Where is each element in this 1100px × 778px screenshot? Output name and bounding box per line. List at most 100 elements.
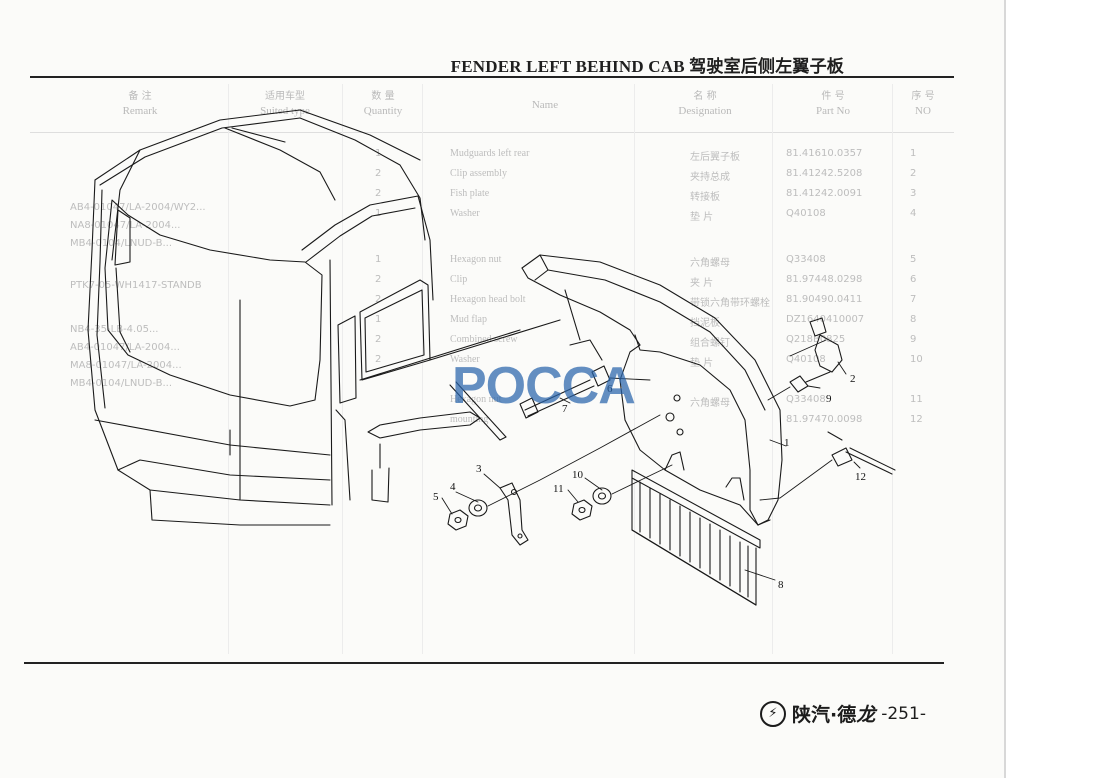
header-rule	[30, 76, 954, 78]
table-cell: 2	[375, 354, 382, 365]
callout-6: 6	[607, 383, 613, 395]
table-cell: 2	[375, 334, 382, 345]
remark-cell: AB4-01047/LA-2004/WY2...	[70, 202, 206, 213]
page-footer: ⚡ 陕汽·德龙 -251-	[760, 700, 926, 727]
table-cell: 3	[910, 188, 917, 199]
shacman-logo-icon: ⚡	[760, 700, 786, 727]
table-cell: Hexagon nut	[450, 394, 502, 405]
watermark-logo: POCCA	[452, 357, 636, 415]
table-cell: 左后翼子板	[690, 152, 740, 163]
remark-cell: NB4-35-LB-4.05...	[70, 324, 159, 335]
table-cell: 带锁六角带环螺栓	[690, 298, 770, 309]
table-cell: mounting	[450, 414, 489, 425]
table-cell: 1	[375, 314, 382, 325]
hardware-parts	[447, 317, 896, 546]
table-cell: Mud flap	[450, 314, 487, 325]
table-cell: Mudguards left rear	[450, 148, 530, 159]
table-cell: 4	[910, 208, 917, 219]
table-cell: 6	[910, 274, 917, 285]
table-cell: Hexagon head bolt	[450, 294, 526, 305]
table-cell: Clip assembly	[450, 168, 507, 179]
table-cell: 7	[910, 294, 917, 305]
table-cell: Fish plate	[450, 188, 490, 199]
remark-cell: AB4-01047/LA-2004...	[70, 342, 180, 353]
table-cell: 81.97470.0098	[786, 414, 863, 425]
fender-part	[521, 254, 783, 526]
cab-outline	[87, 109, 561, 526]
table-cell: 夹 片	[690, 278, 714, 289]
callout-8: 8	[778, 579, 784, 591]
page-number: -251-	[881, 703, 926, 724]
brand-name: 陕汽·德龙	[792, 704, 876, 726]
callout-12: 12	[855, 471, 866, 483]
table-cell: 转接板	[690, 192, 720, 203]
callout-10: 10	[572, 469, 583, 481]
table-cell: Q218B0825	[786, 334, 846, 345]
table-cell: 2	[910, 168, 917, 179]
table-cell: 81.41242.0091	[786, 188, 863, 199]
callout-9: 9	[826, 393, 832, 405]
callout-7: 7	[562, 403, 568, 415]
table-cell: Hexagon nut	[450, 254, 502, 265]
table-cell: Combined screw	[450, 334, 518, 345]
table-cell: 5	[910, 254, 917, 265]
table-cell: 8	[910, 314, 917, 325]
table-cell: 六角螺母	[690, 398, 730, 409]
exploded-view-drawing	[87, 109, 896, 606]
callout-11: 11	[553, 483, 564, 495]
table-cell: 12	[910, 414, 923, 425]
brand-styled-char: 龙	[856, 704, 876, 726]
table-cell: 81.41242.5208	[786, 168, 863, 179]
table-cell: Q40108	[786, 354, 826, 365]
table-cell: 9	[910, 334, 917, 345]
table-cell: Washer	[450, 208, 480, 219]
table-cell: Clip	[450, 274, 468, 285]
table-cell: Washer	[450, 354, 480, 365]
table-cell: 1	[375, 208, 382, 219]
table-cell: 2	[375, 294, 382, 305]
table-cell: DZ1640410007	[786, 314, 865, 325]
table-cell: 2	[375, 168, 382, 179]
table-cell: 81.90490.0411	[786, 294, 863, 305]
table-cell: 1	[375, 254, 382, 265]
table-cell: 2	[375, 188, 382, 199]
table-cell: 夹持总成	[690, 172, 730, 183]
table-cell: 81.41610.0357	[786, 148, 863, 159]
table-cell: 1	[910, 148, 917, 159]
callout-3: 3	[476, 463, 482, 475]
table-cell: Q33408	[786, 394, 826, 405]
table-cell: 垫 片	[690, 358, 714, 369]
callout-2: 2	[850, 373, 856, 385]
table-cell: 挡泥板	[690, 318, 720, 329]
table-cell: 组合螺钉	[690, 338, 730, 349]
page-title: FENDER LEFT BEHIND CAB 驾驶室后侧左翼子板	[450, 57, 844, 76]
remark-cell: PTK7-05-WH1417-STANDB	[70, 280, 202, 291]
col-name: Name	[531, 99, 559, 111]
table-cell: 2	[375, 274, 382, 285]
callout-5: 5	[433, 491, 439, 503]
callout-4: 4	[450, 481, 456, 493]
remark-cell: NA8-01047/LA-2004...	[70, 220, 181, 231]
table-cell: 六角螺母	[690, 258, 730, 269]
table-cell: 10	[910, 354, 923, 365]
remark-cell: MB4-0104/LNUD-B...	[70, 238, 172, 249]
footer-rule	[24, 662, 944, 664]
remark-cell: MB4-0104/LNUD-B...	[70, 378, 172, 389]
table-cell: Q40108	[786, 208, 826, 219]
leader-lines	[441, 339, 861, 581]
table-cell: 11	[910, 394, 923, 405]
table-cell: 81.97448.0298	[786, 274, 863, 285]
remark-cell: MA8-01047/LA-2004...	[70, 360, 182, 371]
callout-1: 1	[784, 437, 790, 449]
mud-flap-part	[631, 469, 761, 606]
table-cell: Q33408	[786, 254, 826, 265]
